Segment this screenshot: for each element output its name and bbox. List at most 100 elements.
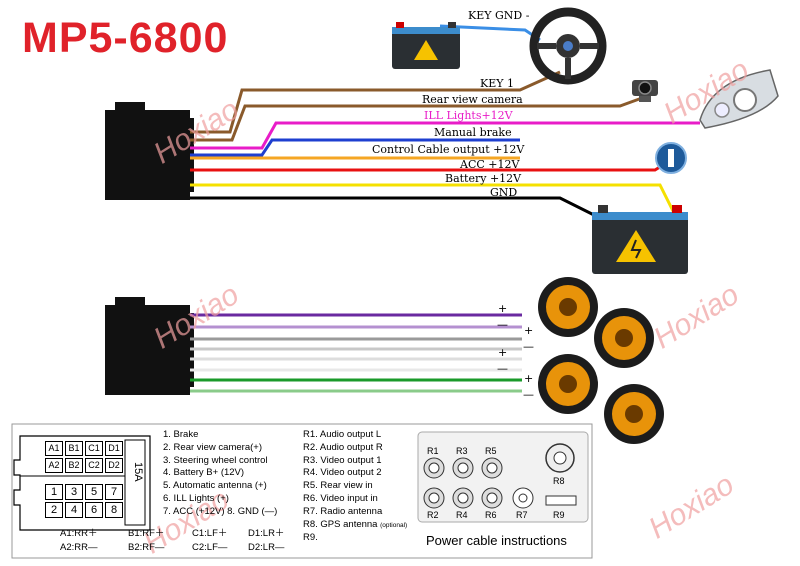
rca-legend-item: R9.: [303, 532, 318, 544]
pin-cell: 4: [65, 502, 83, 518]
pin-cell: D2: [105, 458, 123, 473]
rca-label: R6: [485, 510, 497, 520]
headlight-icon: [699, 69, 779, 129]
rca-legend-item: R6. Video input in: [303, 492, 378, 504]
rca-jack-r7: [512, 487, 534, 509]
speaker-connector-lower: [105, 297, 194, 395]
wire-key1: [190, 70, 561, 134]
rca-legend-item: R5. Rear view in: [303, 480, 373, 492]
rca-label: R7: [516, 510, 528, 520]
rca-jack-r5: [481, 457, 503, 479]
rca-legend: R1. Audio output L R2. Audio output R R3…: [303, 429, 407, 545]
pin-legend-item: 4. Battery B+ (12V): [163, 467, 245, 479]
pin-legend-item: 2. Rear view camera(+): [163, 441, 262, 453]
polarity-plus: +: [524, 324, 534, 337]
pin-legend: 1. Brake 2. Rear view camera(+) 3. Steer…: [163, 429, 277, 519]
wire-gnd: [190, 196, 601, 220]
speaker-map-b2: B2:RF—: [128, 542, 165, 553]
rca-legend-item: R3. Video output 1: [303, 454, 382, 466]
pin-cell: C2: [85, 458, 103, 473]
rca-jack-r6: [481, 487, 503, 509]
pin-legend-item: 6. ILL Lights (+): [163, 492, 229, 504]
gps-jack-r8: [545, 443, 575, 473]
polarity-minus: —: [497, 362, 508, 375]
pin-cell: A2: [45, 458, 63, 473]
pin-cell: B2: [65, 458, 83, 473]
speaker-map-d1: D1:LR＋: [248, 528, 285, 539]
wire-acc: [190, 160, 669, 172]
speaker-map-d2: D2:LR—: [248, 542, 285, 553]
rca-jack-r2: [423, 487, 445, 509]
rca-label: R4: [456, 510, 468, 520]
rca-jack-r1: [423, 457, 445, 479]
car-battery-icon: [592, 205, 688, 274]
pin-cell: B1: [65, 441, 83, 456]
rca-legend-item: R2. Audio output R: [303, 441, 383, 453]
rca-label: R5: [485, 446, 497, 456]
pin-legend-item: 3. Steering wheel control: [163, 454, 268, 466]
speaker-map-c1: C1:LF＋: [192, 528, 228, 539]
rca-legend-item: R1. Audio output L: [303, 429, 382, 440]
wire-manual-brake: [190, 138, 520, 157]
speaker-icon: [538, 354, 598, 414]
port-r9: [545, 495, 577, 506]
pin-cell: D1: [105, 441, 123, 456]
rca-label: R8: [553, 476, 565, 486]
wire-rear-camera: [190, 96, 643, 142]
speaker-icons: [538, 277, 664, 444]
speaker-icon: [594, 308, 654, 368]
pin-cell: C1: [85, 441, 103, 456]
rca-jacks: [423, 443, 577, 509]
wire-label-control-cable: Control Cable output +12V: [372, 143, 525, 156]
pin-legend-item: 1. Brake: [163, 429, 199, 440]
pin-cell: 2: [45, 502, 63, 518]
speaker-map-a1: A1:RR＋: [60, 528, 98, 539]
polarity-plus: +: [498, 302, 508, 315]
ignition-key-icon: [655, 142, 687, 174]
wire-label-rear-camera: Rear view camera: [422, 93, 523, 106]
speaker-icon: [604, 384, 664, 444]
wire-label-ill-lights: ILL Lights+12V: [424, 109, 513, 122]
polarity-plus: +: [498, 346, 508, 359]
wire-label-key-gnd: KEY GND -: [468, 9, 530, 22]
pin-cell: 6: [85, 502, 103, 518]
wire-label-acc: ACC +12V: [460, 158, 520, 171]
rca-legend-item: R4. Video output 2: [303, 467, 382, 479]
polarity-minus: —: [497, 318, 508, 331]
power-cable-caption: Power cable instructions: [426, 533, 567, 548]
pin-legend-item: 7. ACC (+12V) 8. GND (—): [163, 505, 278, 517]
wire-ill-lights: [190, 121, 700, 150]
fuse-label: 15A: [132, 462, 144, 482]
rca-label: R9: [553, 510, 565, 520]
speaker-map-b1: B1:RF＋: [128, 528, 165, 539]
pin-cell: 3: [65, 484, 83, 500]
polarity-plus: +: [524, 372, 534, 385]
wire-battery: [190, 183, 677, 216]
speaker-map-c2: C2:LF—: [192, 542, 228, 553]
rca-jack-r3: [452, 457, 474, 479]
wire-label-manual-brake: Manual brake: [434, 126, 512, 139]
polarity-minus: —: [523, 340, 534, 353]
rca-label: R3: [456, 446, 468, 456]
polarity-minus: —: [523, 388, 534, 401]
speaker-map-a2: A2:RR—: [60, 542, 98, 553]
pin-cell: A1: [45, 441, 63, 456]
rca-legend-item: R8. GPS antenna (optional): [303, 519, 407, 533]
pin-cell: 1: [45, 484, 63, 500]
speaker-wires: [190, 313, 522, 393]
pin-legend-item: 5. Automatic antenna (+): [163, 480, 267, 492]
wire-label-gnd: GND: [490, 186, 518, 199]
pin-cell: 8: [105, 502, 123, 518]
wire-label-battery: Battery +12V: [445, 172, 522, 185]
wire-label-key1: KEY 1: [480, 77, 515, 90]
pin-cell: 7: [105, 484, 123, 500]
steering-wheel-icon: [529, 7, 607, 85]
rear-camera-icon: [632, 80, 658, 102]
rca-legend-item: R7. Radio antenna: [303, 505, 383, 517]
pin-cell: 5: [85, 484, 103, 500]
key-battery-icon: [392, 22, 460, 69]
rca-jack-r4: [452, 487, 474, 509]
speaker-icon: [538, 277, 598, 337]
rca-label: R1: [427, 446, 439, 456]
rca-legend-text: R8. GPS antenna: [303, 518, 378, 530]
